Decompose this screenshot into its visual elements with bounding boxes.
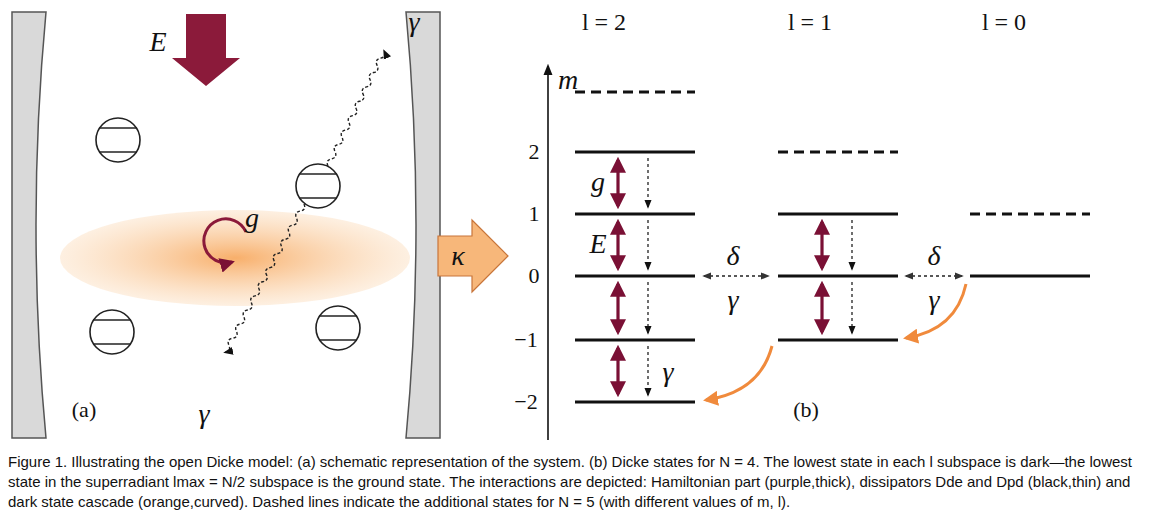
dephasing-label: δ bbox=[927, 242, 940, 270]
field-label: E bbox=[149, 28, 166, 56]
axis-label: m bbox=[558, 66, 578, 94]
tick-label: −2 bbox=[514, 391, 537, 413]
tick-label: 0 bbox=[529, 265, 540, 287]
subspace-label: l = 1 bbox=[788, 10, 832, 34]
figure-caption: Figure 1. Illustrating the open Dicke mo… bbox=[8, 452, 1163, 512]
decay-label: γ bbox=[198, 400, 209, 428]
tick-label: 2 bbox=[529, 141, 540, 163]
dephasing-label: δ bbox=[726, 242, 739, 270]
field-label: E bbox=[589, 230, 606, 258]
decay-label: γ bbox=[662, 358, 673, 386]
decay-label: γ bbox=[727, 286, 738, 314]
decay-label: γ bbox=[928, 286, 939, 314]
subspace-label: l = 0 bbox=[982, 10, 1026, 34]
cavity-loss-label: κ bbox=[451, 242, 464, 270]
coupling-label: g bbox=[591, 168, 605, 196]
panel-label: (a) bbox=[72, 399, 96, 421]
subspace-label: l = 2 bbox=[582, 10, 626, 34]
decay-label: γ bbox=[408, 8, 419, 36]
coupling-label: g bbox=[245, 204, 259, 232]
panel-label: (b) bbox=[793, 399, 819, 421]
tick-label: 1 bbox=[529, 203, 540, 225]
tick-label: −1 bbox=[514, 329, 537, 351]
